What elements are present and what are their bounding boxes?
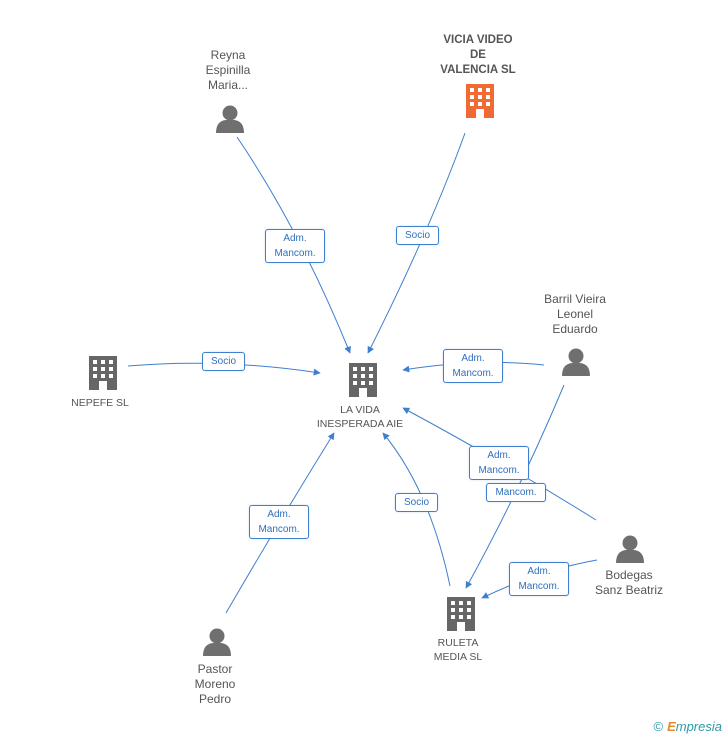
copyright-symbol: © xyxy=(653,719,664,734)
edge-label-vicia-lavida: Socio xyxy=(396,226,439,245)
edge-label-bodegas-ruleta: Adm. Mancom. xyxy=(509,562,569,596)
brand-footer: ©Empresia xyxy=(653,719,722,734)
building-icon[interactable] xyxy=(89,356,117,390)
person-icon[interactable] xyxy=(616,535,644,564)
building-icon[interactable] xyxy=(349,363,377,397)
building-icon[interactable] xyxy=(466,84,494,118)
building-icon[interactable] xyxy=(447,597,475,631)
node-label-vicia[interactable]: VICIA VIDEO DE VALENCIA SL xyxy=(440,34,516,76)
brand-logo-letter: E xyxy=(667,719,676,734)
node-label-barril[interactable]: Barril Vieira Leonel Eduardo xyxy=(544,292,606,336)
node-label-ruleta[interactable]: RULETA MEDIA SL xyxy=(433,637,483,663)
node-label-bodegas[interactable]: Bodegas Sanz Beatriz xyxy=(594,568,664,597)
node-label-pastor[interactable]: Pastor Moreno Pedro xyxy=(194,662,236,706)
edge-label-ruleta-lavida: Socio xyxy=(395,493,438,512)
node-label-nepefe[interactable]: NEPEFE SL xyxy=(71,397,129,409)
node-label-reyna[interactable]: Reyna Espinilla Maria... xyxy=(205,48,251,92)
edge-label-barril-ruleta: Mancom. xyxy=(486,483,546,502)
edge-label-nepefe-lavida: Socio xyxy=(202,352,245,371)
person-icon[interactable] xyxy=(203,628,231,657)
node-label-lavida[interactable]: LA VIDA INESPERADA AIE xyxy=(316,404,404,430)
person-icon[interactable] xyxy=(562,348,590,377)
edge-label-barril-lavida: Adm. Mancom. xyxy=(443,349,503,383)
edge-label-pastor-lavida: Adm. Mancom. xyxy=(249,505,309,539)
brand-logo-text: mpresia xyxy=(675,719,722,734)
edge-label-reyna-lavida: Adm. Mancom. xyxy=(265,229,325,263)
edge-label-bodegas-lavida: Adm. Mancom. xyxy=(469,446,529,480)
person-icon[interactable] xyxy=(216,105,244,134)
